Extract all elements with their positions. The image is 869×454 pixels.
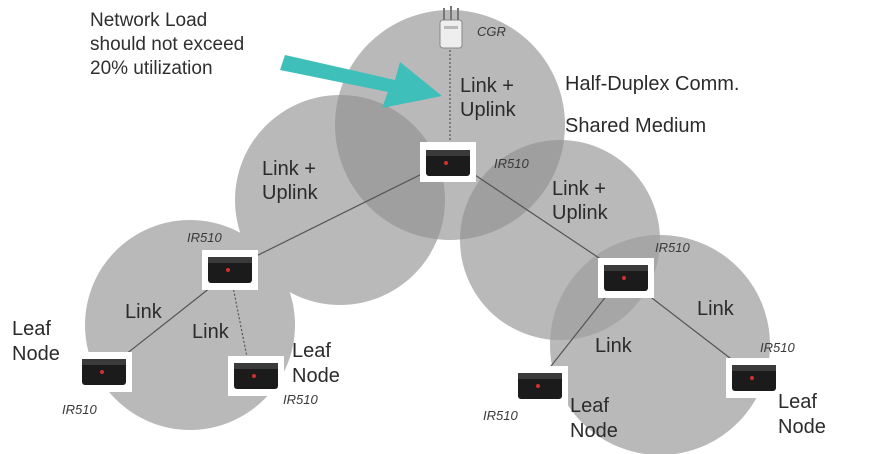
leaf-node-label-4b: Node: [778, 416, 826, 438]
link-line-left: [231, 164, 441, 269]
callout-line-3: 20% utilization: [90, 58, 213, 79]
leaf-node-label-2b: Node: [292, 365, 340, 387]
shared-medium-note: Shared Medium: [565, 115, 706, 137]
ir510-label-leaf1: IR510: [62, 402, 97, 417]
ir510-label-center: IR510: [494, 156, 529, 171]
leaf-node-label-3a: Leaf: [570, 395, 609, 417]
ir510-router-icon-left: [202, 250, 258, 290]
leaf-node-label-1a: Leaf: [12, 318, 51, 340]
ir510-label-left: IR510: [187, 230, 222, 245]
cgr-label: CGR: [477, 24, 506, 39]
ir510-label-right: IR510: [655, 240, 690, 255]
ir510-label-leaf2: IR510: [283, 392, 318, 407]
link-line-right: [459, 164, 621, 273]
ir510-router-icon-leaf1: [76, 352, 132, 392]
cgr-router-icon: [439, 6, 463, 49]
leaf-node-label-2a: Leaf: [292, 340, 331, 362]
link-label-left-leaf1: Link: [125, 301, 163, 323]
link-label-right-leaf1: Link: [595, 335, 633, 357]
leaf-node-label-4a: Leaf: [778, 391, 817, 413]
link-line-right-leaf1: [539, 284, 616, 381]
callout-arrow: [280, 55, 442, 108]
link-label-right-leaf2: Link: [697, 298, 735, 320]
coverage-circle-leaf-left: [85, 220, 295, 430]
half-duplex-note: Half-Duplex Comm.: [565, 73, 739, 95]
arrow-shape: [280, 55, 442, 108]
callout-line-1: Network Load: [90, 10, 207, 31]
link-label-top-1: Link +: [460, 75, 514, 97]
ir510-router-icon-leaf3: [512, 366, 568, 406]
link-label-right-1: Link +: [552, 178, 606, 200]
link-label-left-1: Link +: [262, 158, 316, 180]
link-label-right-2: Uplink: [552, 202, 609, 224]
leaf-node-label-1b: Node: [12, 343, 60, 365]
ir510-router-icon-center: [420, 142, 476, 182]
link-label-top-2: Uplink: [460, 99, 517, 121]
ir510-router-icon-leaf4: [726, 358, 782, 398]
ir510-label-leaf3: IR510: [483, 408, 518, 423]
link-label-left-2: Uplink: [262, 182, 319, 204]
ir510-label-leaf4: IR510: [760, 340, 795, 355]
ir510-router-icon-leaf2: [228, 356, 284, 396]
leaf-node-label-3b: Node: [570, 420, 618, 442]
link-label-left-leaf2: Link: [192, 321, 230, 343]
callout-line-2: should not exceed: [90, 34, 244, 55]
overlap-center-right: [460, 140, 565, 240]
ir510-router-icon-right: [598, 258, 654, 298]
